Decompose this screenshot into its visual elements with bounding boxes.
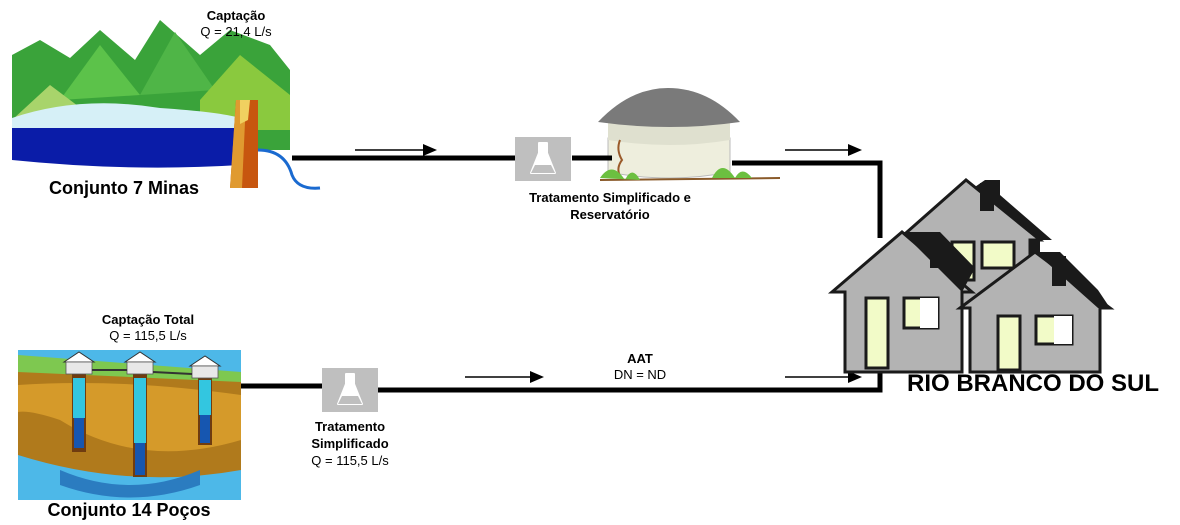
bottom-source-name: Conjunto 14 Poços bbox=[47, 500, 211, 520]
pipes bbox=[241, 155, 883, 393]
treatment-bottom-box bbox=[322, 368, 378, 412]
flow-arrow bbox=[785, 144, 862, 156]
house-right bbox=[955, 250, 1115, 374]
top-treatment-label-line1: Tratamento Simplificado e bbox=[529, 190, 691, 205]
flow-arrow bbox=[355, 144, 437, 156]
flow-arrow bbox=[785, 371, 862, 383]
wells-illustration bbox=[18, 350, 241, 500]
top-treatment-label-line2: Reservatório bbox=[570, 207, 650, 222]
reservoir-illustration bbox=[598, 88, 781, 181]
top-source-title: Captação bbox=[206, 8, 266, 23]
bottom-treatment-label-line1: Tratamento bbox=[314, 419, 386, 434]
flask-icon bbox=[337, 373, 363, 405]
bottom-source-flow: Q = 115,5 L/s bbox=[109, 328, 187, 343]
bottom-source-title: Captação Total bbox=[101, 312, 195, 327]
city-houses bbox=[827, 178, 1115, 374]
pipeline-name: AAT bbox=[627, 351, 653, 366]
house-left bbox=[827, 230, 977, 374]
pipe-reservoir-to-city bbox=[732, 160, 883, 238]
flow-arrows bbox=[355, 144, 862, 383]
bottom-treatment-label-line2: Simplificado bbox=[311, 436, 389, 451]
top-source-flow: Q = 21,4 L/s bbox=[200, 24, 272, 39]
flow-arrow bbox=[465, 371, 544, 383]
destination-name: RIO BRANCO DO SUL bbox=[907, 370, 1159, 397]
top-source-name: Conjunto 7 Minas bbox=[49, 178, 199, 198]
pipeline-diameter: DN = ND bbox=[613, 367, 667, 382]
bottom-treatment-flow: Q = 115,5 L/s bbox=[311, 453, 389, 468]
flask-icon bbox=[530, 142, 556, 174]
springs-illustration bbox=[12, 20, 321, 190]
treatment-top-box bbox=[515, 137, 571, 181]
